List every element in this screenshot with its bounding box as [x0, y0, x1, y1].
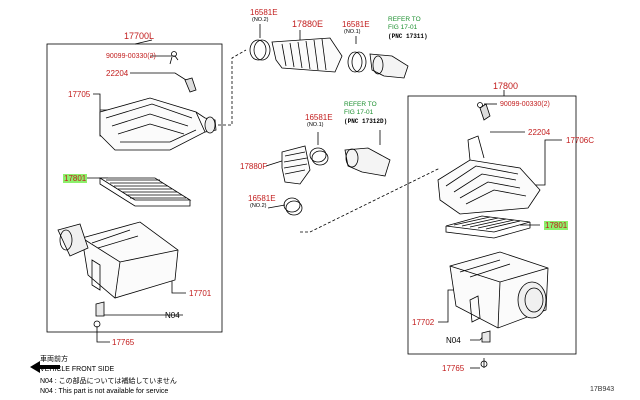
refer-to-1-line1: REFER TO [388, 16, 421, 23]
dashed-connector [300, 167, 441, 233]
label-17880F: 17880F [240, 162, 268, 171]
label-N04-right: N04 [446, 336, 461, 345]
right-air-cleaner-case [449, 251, 549, 368]
vehicle-front-label-en: VEHICLE FRONT SIDE [40, 366, 115, 373]
refer-to-1-pnc: (PNC 17311) [388, 33, 428, 40]
label-22204-right: 22204 [528, 128, 551, 137]
dashed-connector [218, 49, 247, 126]
label-16581E-a-sub: (NO.2) [252, 17, 269, 23]
refer-to-2-line1: REFER TO [344, 101, 377, 108]
refer-to-2-line2: FIG 17-01 [344, 109, 374, 116]
label-16581E-c: 16581E [305, 113, 333, 122]
label-16581E-b-sub: (NO.1) [344, 29, 361, 35]
label-17765-left: 17765 [112, 338, 135, 347]
left-air-cleaner-case [57, 221, 179, 328]
label-90099-left: 90099-00330(2) [106, 53, 156, 60]
label-16581E-a: 16581E [250, 8, 278, 17]
label-17701: 17701 [189, 289, 212, 298]
label-17801-left: 17801 [63, 174, 88, 183]
label-17765-right: 17765 [442, 364, 465, 373]
refer-to-2-pnc: (PNC 17312D) [344, 118, 388, 125]
vehicle-front-arrow-icon [30, 361, 60, 373]
left-filter-element [98, 177, 192, 207]
label-17880E: 17880E [292, 19, 324, 29]
left-assembly-frame [46, 43, 223, 333]
right-filter-element [445, 215, 531, 239]
note-n04-jp: N04 : この部品については補給していません [40, 378, 177, 385]
figure-code: 17B943 [590, 386, 615, 393]
label-17706C: 17706C [566, 136, 595, 145]
label-17801-right: 17801 [544, 221, 569, 230]
label-16581E-b: 16581E [342, 20, 370, 29]
label-N04-left: N04 [165, 311, 180, 320]
label-16581E-d: 16581E [248, 194, 276, 203]
label-22204-left: 22204 [106, 69, 129, 78]
label-17800: 17800 [493, 81, 519, 91]
right-air-cleaner-cover [437, 102, 541, 215]
label-90099-right: 90099-00330(2) [500, 101, 550, 108]
label-17705: 17705 [68, 90, 91, 99]
note-n04-en: N04 : This part is not available for ser… [40, 388, 169, 395]
right-assembly-frame [407, 95, 577, 355]
label-16581E-d-sub: (NO.2) [250, 203, 267, 209]
label-17700L: 17700L [124, 31, 155, 41]
refer-to-1-line2: FIG 17-01 [388, 24, 418, 31]
left-air-cleaner-cover [99, 51, 217, 151]
label-16581E-c-sub: (NO.1) [307, 122, 324, 128]
lower-intake-hose [281, 145, 391, 216]
vehicle-front-label-jp: 車両前方 [40, 356, 68, 363]
label-17702: 17702 [412, 318, 435, 327]
upper-intake-hose [249, 37, 409, 79]
